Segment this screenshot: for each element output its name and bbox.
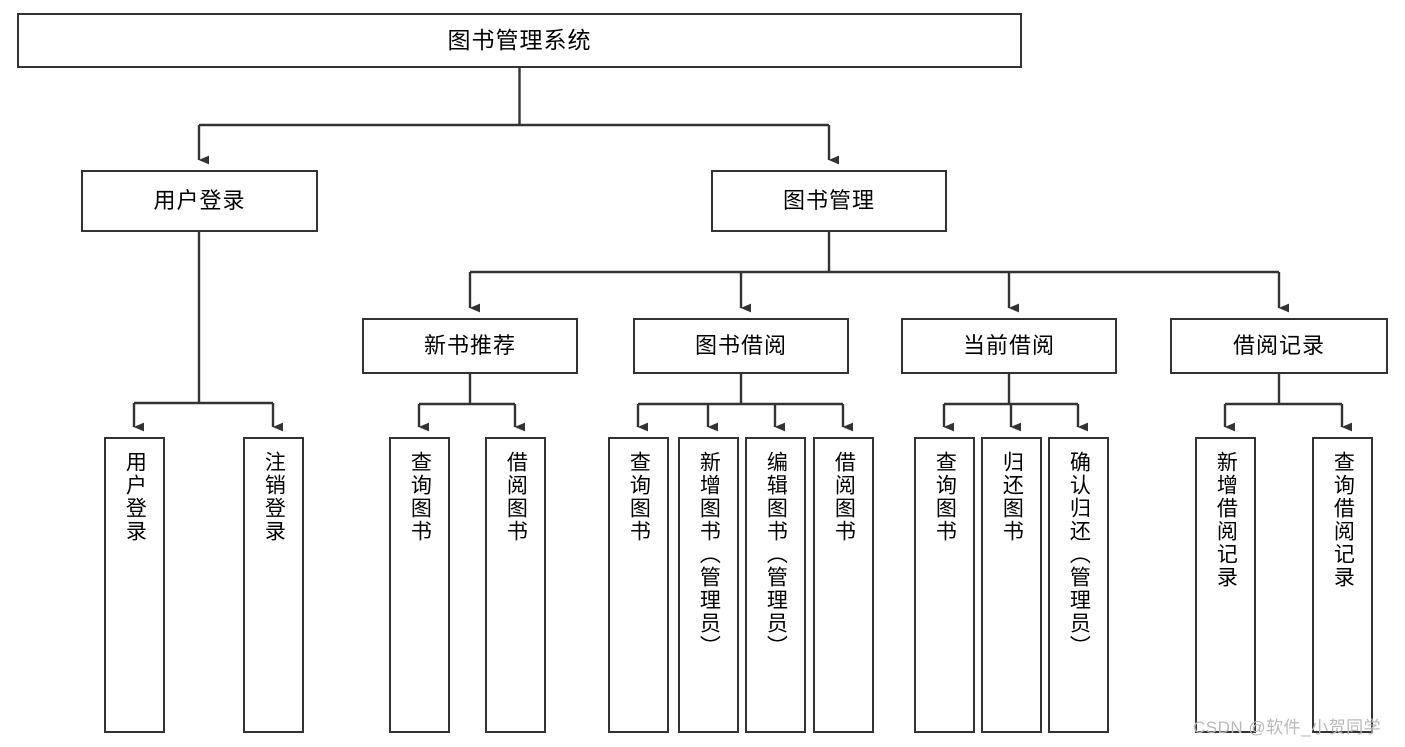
node-label: 新增图书（管理员） <box>697 451 721 658</box>
node-label: 借阅图书 <box>504 451 528 543</box>
node-label: 查询图书 <box>627 451 651 543</box>
node-label: 归还图书 <box>1000 451 1024 543</box>
leaf-current-borrow-confirm-return[interactable]: 确认归还（管理员） <box>1048 437 1109 733</box>
leaf-borrow-record-add[interactable]: 新增借阅记录 <box>1195 437 1256 733</box>
node-label: 图书管理 <box>782 187 875 213</box>
leaf-current-borrow-query[interactable]: 查询图书 <box>914 437 975 733</box>
leaf-book-borrow-query[interactable]: 查询图书 <box>608 437 669 733</box>
node-label: 借阅图书 <box>832 451 856 543</box>
leaf-user-login-signout[interactable]: 注销登录 <box>243 437 304 733</box>
node-label: 图书借阅 <box>694 332 787 358</box>
node-label: 用户登录 <box>123 451 147 543</box>
leaf-borrow-record-query[interactable]: 查询借阅记录 <box>1312 437 1373 733</box>
node-borrow-record[interactable]: 借阅记录 <box>1170 318 1388 374</box>
node-book-management[interactable]: 图书管理 <box>711 170 947 232</box>
node-label: 借阅记录 <box>1232 332 1325 358</box>
leaf-book-borrow-add[interactable]: 新增图书（管理员） <box>678 437 739 733</box>
leaf-book-borrow-edit[interactable]: 编辑图书（管理员） <box>745 437 806 733</box>
leaf-book-borrow-borrow[interactable]: 借阅图书 <box>813 437 874 733</box>
node-book-borrow[interactable]: 图书借阅 <box>633 318 849 374</box>
node-user-login[interactable]: 用户登录 <box>81 170 318 232</box>
csdn-watermark: CSDN @软件_小贺同学 <box>1193 718 1382 737</box>
leaf-new-book-borrow[interactable]: 借阅图书 <box>485 437 546 733</box>
node-new-book-recommend[interactable]: 新书推荐 <box>362 318 578 374</box>
node-label: 确认归还（管理员） <box>1067 451 1091 658</box>
node-label: 用户登录 <box>153 187 246 213</box>
node-label: 查询图书 <box>408 451 432 543</box>
leaf-new-book-query[interactable]: 查询图书 <box>389 437 450 733</box>
node-label: 新书推荐 <box>423 332 516 358</box>
node-root-system[interactable]: 图书管理系统 <box>17 13 1022 68</box>
leaf-user-login-signin[interactable]: 用户登录 <box>104 437 165 733</box>
node-label: 新增借阅记录 <box>1214 451 1238 589</box>
node-label: 查询借阅记录 <box>1331 451 1355 589</box>
node-current-borrow[interactable]: 当前借阅 <box>901 318 1117 374</box>
leaf-current-borrow-return[interactable]: 归还图书 <box>981 437 1042 733</box>
node-label: 注销登录 <box>262 451 286 543</box>
node-label: 图书管理系统 <box>447 26 592 53</box>
node-label: 编辑图书（管理员） <box>764 451 788 658</box>
node-label: 当前借阅 <box>962 332 1055 358</box>
node-label: 查询图书 <box>933 451 957 543</box>
